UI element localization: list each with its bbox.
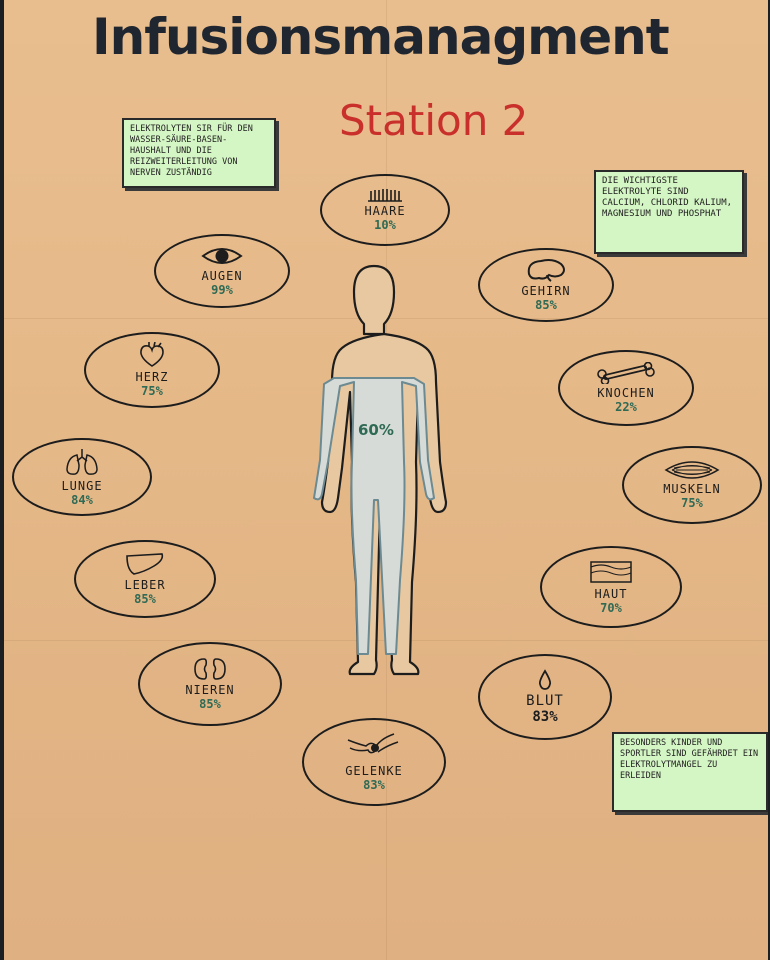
organ-percent: 85% (535, 298, 557, 312)
poster-title: Infusionsmanagment (92, 8, 670, 66)
organ-gelenke: GELENKE 83% (302, 718, 446, 806)
note-risk-groups: Besonders Kinder und Sportler sind gefäh… (612, 732, 768, 812)
poster-subtitle: Station 2 (339, 96, 529, 145)
human-body-figure (313, 264, 448, 676)
organ-label: NIEREN (185, 683, 235, 697)
organ-haare: HAARE 10% (320, 174, 450, 246)
note-important-electrolytes: Die wichtigste Elektrolyte sind Calcium,… (594, 170, 744, 254)
bone-icon (597, 362, 655, 384)
muscle-icon (664, 461, 720, 479)
organ-label: KNOCHEN (597, 386, 655, 400)
kidneys-icon (194, 658, 226, 680)
organ-label: GELENKE (345, 764, 403, 778)
organ-percent: 75% (141, 384, 163, 398)
organ-percent: 85% (134, 592, 156, 606)
organ-label: HAUT (594, 587, 628, 601)
organ-percent: 75% (681, 496, 703, 510)
organ-muskeln: MUSKELN 75% (622, 446, 762, 524)
brain-icon (527, 259, 565, 282)
blood-drop-icon (538, 669, 552, 690)
organ-percent: 85% (199, 697, 221, 711)
organ-label: LEBER (124, 578, 166, 592)
organ-percent: 10% (374, 218, 396, 232)
organ-lunge: LUNGE 84% (12, 438, 152, 516)
organ-percent: 83% (532, 709, 558, 725)
organ-label: MUSKELN (663, 482, 721, 496)
joint-icon (347, 733, 399, 754)
lungs-icon (66, 449, 98, 475)
organ-label: LUNGE (61, 479, 103, 493)
organ-percent: 70% (600, 601, 622, 615)
organ-label: HAARE (364, 204, 406, 218)
organ-augen: AUGEN 99% (154, 234, 290, 308)
organ-label: BLUT (526, 693, 564, 709)
body-water-percent: 60% (358, 421, 394, 439)
organ-label: HERZ (135, 370, 169, 384)
organ-label: GEHIRN (521, 284, 571, 298)
liver-icon (126, 553, 164, 575)
hair-icon (368, 189, 402, 202)
organ-percent: 99% (211, 283, 233, 297)
organ-percent: 83% (363, 778, 385, 792)
eye-icon (201, 248, 243, 264)
organ-leber: LEBER 85% (74, 540, 216, 618)
organ-blut: BLUT 83% (478, 654, 612, 740)
poster: Infusionsmanagment Station 2 Elektrolyte… (4, 0, 768, 960)
skin-icon (590, 561, 632, 583)
heart-icon (140, 342, 164, 367)
organ-label: AUGEN (201, 269, 243, 283)
organ-herz: HERZ 75% (84, 332, 220, 408)
note-electrolytes: Elektrolyten sir für den Wasser-Säure-Ba… (122, 118, 276, 188)
organ-haut: HAUT 70% (540, 546, 682, 628)
organ-percent: 84% (71, 493, 93, 507)
organ-gehirn: GEHIRN 85% (478, 248, 614, 322)
organ-percent: 22% (615, 400, 637, 414)
organ-knochen: KNOCHEN 22% (558, 350, 694, 426)
organ-nieren: NIEREN 85% (138, 642, 282, 726)
